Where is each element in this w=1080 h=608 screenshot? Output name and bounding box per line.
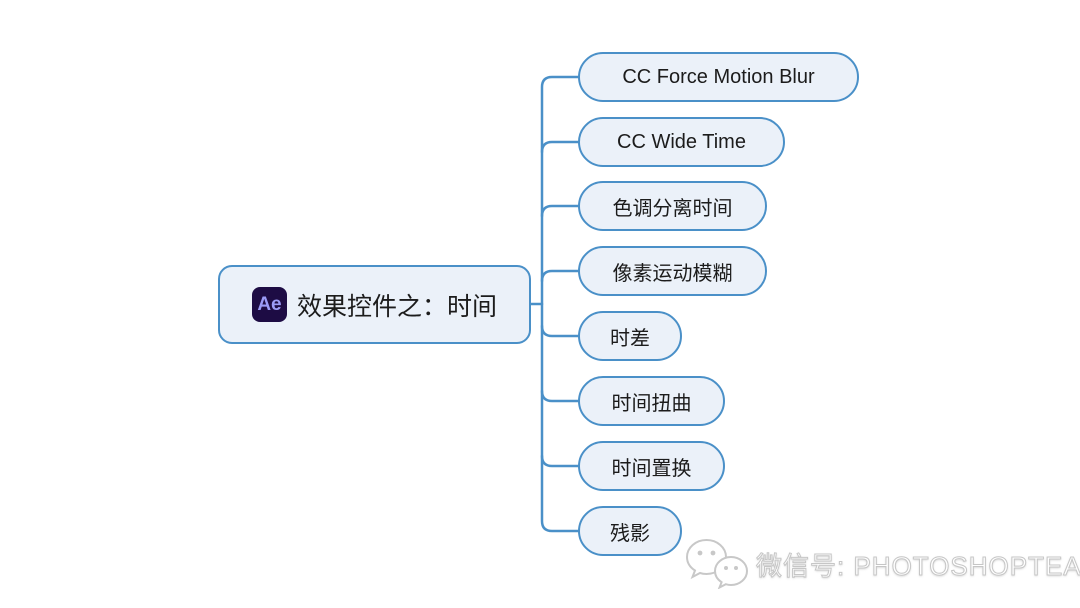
node-cc-wide-time[interactable]: CC Wide Time	[578, 117, 785, 167]
node-pixel-motion-blur[interactable]: 像素运动模糊	[578, 246, 767, 296]
node-cc-force-motion-blur[interactable]: CC Force Motion Blur	[578, 52, 859, 102]
node-echo[interactable]: 残影	[578, 506, 682, 556]
node-effect-controls-time-root[interactable]: Ae 效果控件之：时间	[218, 265, 531, 344]
connector-branch-5	[540, 324, 588, 338]
after-effects-logo-icon: Ae	[251, 287, 287, 322]
node-label: 像素运动模糊	[612, 262, 733, 285]
connector-branch-3	[540, 204, 588, 218]
watermark: 微信号: PHOTOSHOPTEA	[686, 538, 1080, 590]
connector-branch-6	[540, 389, 588, 403]
watermark-text: 微信号: PHOTOSHOPTEA	[756, 550, 1080, 581]
node-label: 时间扭曲	[611, 392, 692, 415]
node-label: CC Wide Time	[617, 130, 746, 153]
node-posterize-time[interactable]: 色调分离时间	[578, 181, 767, 231]
node-label: 残影	[610, 522, 650, 545]
node-label: 色调分离时间	[612, 197, 733, 220]
node-timewarp[interactable]: 时间扭曲	[578, 376, 725, 426]
node-time-displacement[interactable]: 时间置换	[578, 441, 725, 491]
node-label: 时差	[610, 327, 650, 350]
connector-branch-7	[540, 454, 588, 468]
root-node-label: 效果控件之：时间	[296, 292, 497, 321]
connector-spine-with-first-last	[540, 75, 588, 533]
wechat-icon	[686, 539, 748, 589]
node-time-difference[interactable]: 时差	[578, 311, 682, 361]
node-label: 时间置换	[611, 457, 692, 480]
connector-branch-4	[540, 269, 588, 283]
node-label: CC Force Motion Blur	[622, 65, 815, 88]
connector-branch-2	[540, 140, 588, 154]
